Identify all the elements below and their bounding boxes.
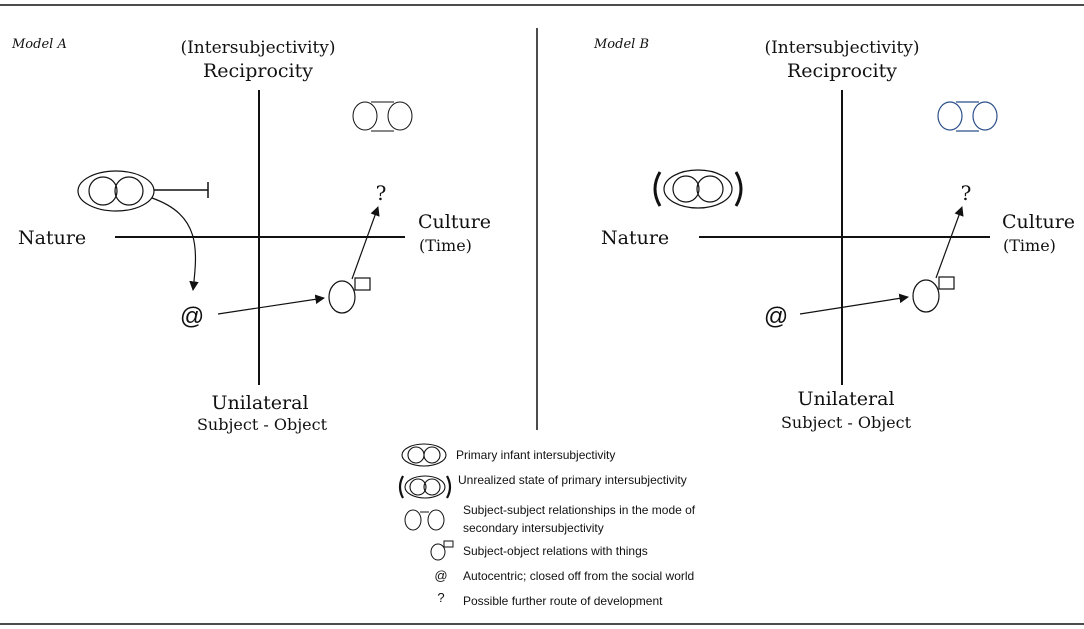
- model-a-autocentric-symbol: @: [180, 303, 204, 330]
- model-b-axis-bottom-line1: Unilateral: [797, 388, 894, 410]
- model-a-axis-bottom-line2: Subject - Object: [197, 415, 328, 434]
- model-a-subject-object-icon: [328, 277, 371, 314]
- model-a-secondary-intersubjectivity-icon: [352, 101, 413, 132]
- legend-text-unrealized-intersubjectivity: Unrealized state of primary intersubject…: [458, 473, 687, 487]
- legend-item-unrealized-intersubjectivity: Unrealized state of primary intersubject…: [398, 473, 687, 499]
- legend-item-secondary-intersubjectivity: Subject-subject relationships in the mod…: [404, 503, 696, 535]
- model-a-axis-left: Nature: [18, 227, 86, 249]
- model-b-axis-left: Nature: [601, 227, 669, 249]
- legend-text-subject-object: Subject-object relations with things: [463, 544, 648, 558]
- legend-text-autocentric: Autocentric; closed off from the social …: [463, 569, 694, 583]
- model-b-secondary-intersubjectivity-icon: [937, 101, 998, 132]
- legend-item-primary-intersubjectivity: Primary infant intersubjectivity: [401, 443, 615, 467]
- model-b-unrealized-intersubjectivity-icon: [653, 169, 743, 209]
- model-a-blocked-line: [154, 182, 209, 198]
- model-a-axis-right-line2: (Time): [419, 236, 472, 255]
- legend-text-secondary-line1: Subject-subject relationships in the mod…: [463, 503, 696, 517]
- legend-secondary-intersubjectivity-icon: [404, 509, 445, 531]
- model-b-question-symbol: ?: [961, 181, 972, 205]
- legend-text-primary-intersubjectivity: Primary infant intersubjectivity: [456, 448, 615, 462]
- legend-item-subject-object: Subject-object relations with things: [430, 540, 648, 561]
- legend-primary-intersubjectivity-icon: [401, 443, 447, 467]
- legend-unrealized-intersubjectivity-icon: [398, 475, 452, 499]
- legend: Primary infant intersubjectivity Unreali…: [398, 443, 696, 608]
- model-b-axis-top-line2: Reciprocity: [787, 60, 897, 82]
- model-a-axis-top-line1: (Intersubjectivity): [180, 38, 335, 58]
- legend-text-secondary-line2: secondary intersubjectivity: [463, 521, 604, 535]
- model-a-primary-intersubjectivity-icon: [77, 170, 155, 212]
- model-b-axis-right-line1: Culture: [1002, 211, 1075, 233]
- legend-item-autocentric: @ Autocentric; closed off from the socia…: [434, 568, 694, 583]
- legend-item-question: ? Possible further route of development: [437, 590, 663, 608]
- model-a-axis-top-line2: Reciprocity: [203, 60, 313, 82]
- model-b-panel: Model B (Intersubjectivity) Reciprocity …: [593, 37, 1075, 432]
- model-b-axis-right-line2: (Time): [1003, 236, 1056, 255]
- model-b-autocentric-symbol: @: [764, 303, 788, 330]
- legend-question-symbol: ?: [437, 590, 444, 605]
- model-b-label: Model B: [593, 37, 649, 52]
- model-a-arrow-to-question: [351, 206, 380, 280]
- model-a-panel: Model A (Intersubjectivity) Reciprocity …: [11, 37, 491, 434]
- model-b-arrow-to-subject-object: [799, 293, 909, 315]
- model-b-axis-top-line1: (Intersubjectivity): [764, 38, 919, 58]
- model-a-arrow-to-subject-object: [217, 294, 325, 315]
- model-a-axis-right-line1: Culture: [418, 211, 491, 233]
- model-a-question-symbol: ?: [376, 181, 387, 205]
- model-a-axis-bottom-line1: Unilateral: [211, 392, 308, 414]
- legend-subject-object-icon: [430, 540, 454, 561]
- model-a-label: Model A: [11, 37, 67, 52]
- model-b-subject-object-icon: [912, 276, 955, 313]
- legend-autocentric-symbol: @: [434, 568, 447, 583]
- model-b-arrow-to-question: [935, 206, 964, 279]
- model-a-arrow-to-autocentric: [151, 197, 199, 291]
- legend-text-question: Possible further route of development: [463, 594, 663, 608]
- model-b-axis-bottom-line2: Subject - Object: [781, 413, 912, 432]
